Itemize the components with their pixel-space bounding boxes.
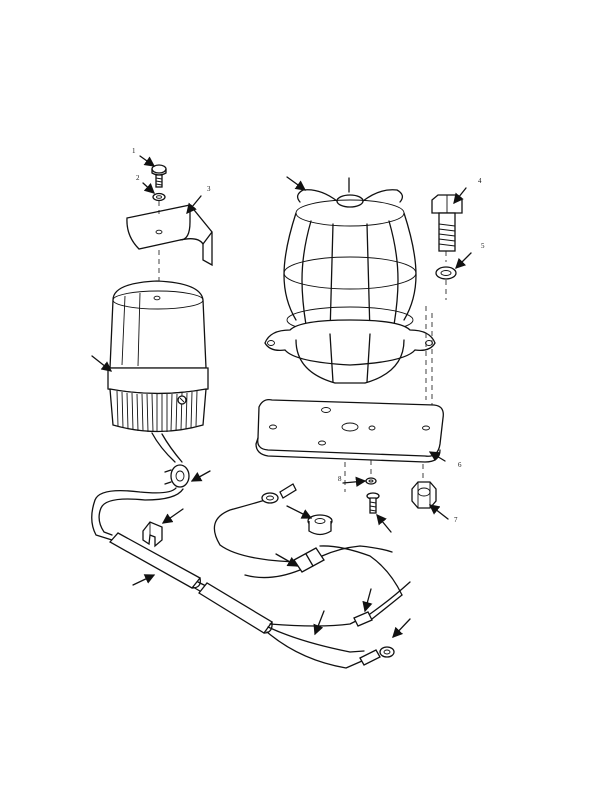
callout-label: 8	[338, 475, 342, 483]
leader-arrows	[91, 155, 472, 638]
screw-part	[151, 164, 167, 188]
clip-part	[142, 521, 163, 548]
grommet-part	[164, 464, 190, 488]
callout-label: 3	[207, 185, 211, 193]
rubber-grommet-part	[307, 514, 333, 536]
cable-harness	[91, 483, 411, 669]
callout-label: 2	[136, 174, 140, 182]
wire-guard-part	[264, 177, 436, 384]
small-washer-part	[365, 477, 377, 485]
beacon-light-part	[107, 280, 209, 463]
small-screw-part	[366, 492, 380, 514]
callout-labels: 1 2 3 4 5 6 7 8	[132, 147, 485, 524]
washer-part	[152, 192, 166, 202]
callout-label: 4	[478, 177, 482, 185]
hex-nut-part	[411, 481, 437, 509]
mounting-plate-part	[255, 399, 444, 463]
bracket-part	[126, 204, 213, 267]
bolt-part	[431, 194, 463, 252]
callout-label: 7	[454, 516, 458, 524]
callout-label: 1	[132, 147, 136, 155]
lock-washer-part	[435, 266, 457, 280]
callout-label: 5	[481, 242, 485, 250]
callout-label: 6	[458, 461, 462, 469]
